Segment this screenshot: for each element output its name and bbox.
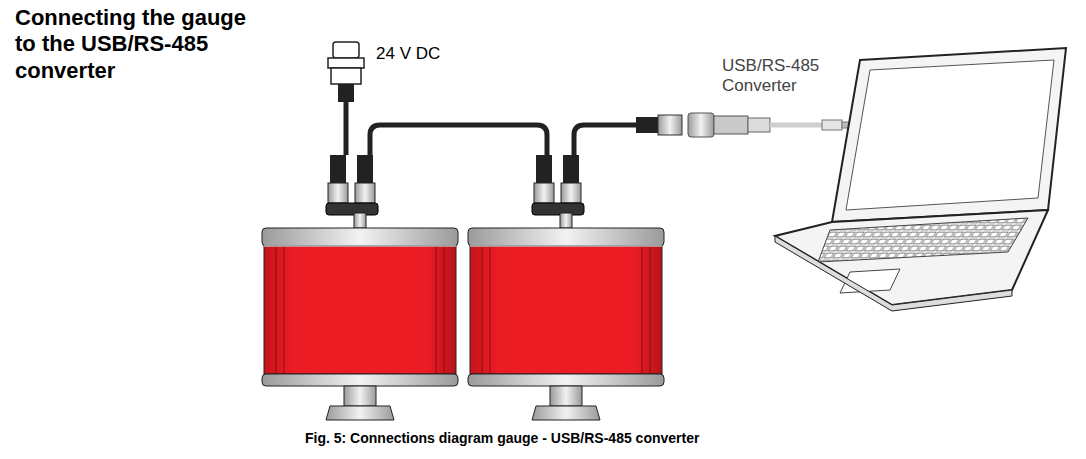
figure-caption: Fig. 5: Connections diagram gauge - USB/…: [305, 430, 699, 447]
converter-label: USB/RS-485 Converter: [722, 56, 842, 97]
section-heading: Connecting the gauge to the USB/RS-485 c…: [15, 5, 270, 84]
voltage-label: 24 V DC: [376, 44, 440, 64]
